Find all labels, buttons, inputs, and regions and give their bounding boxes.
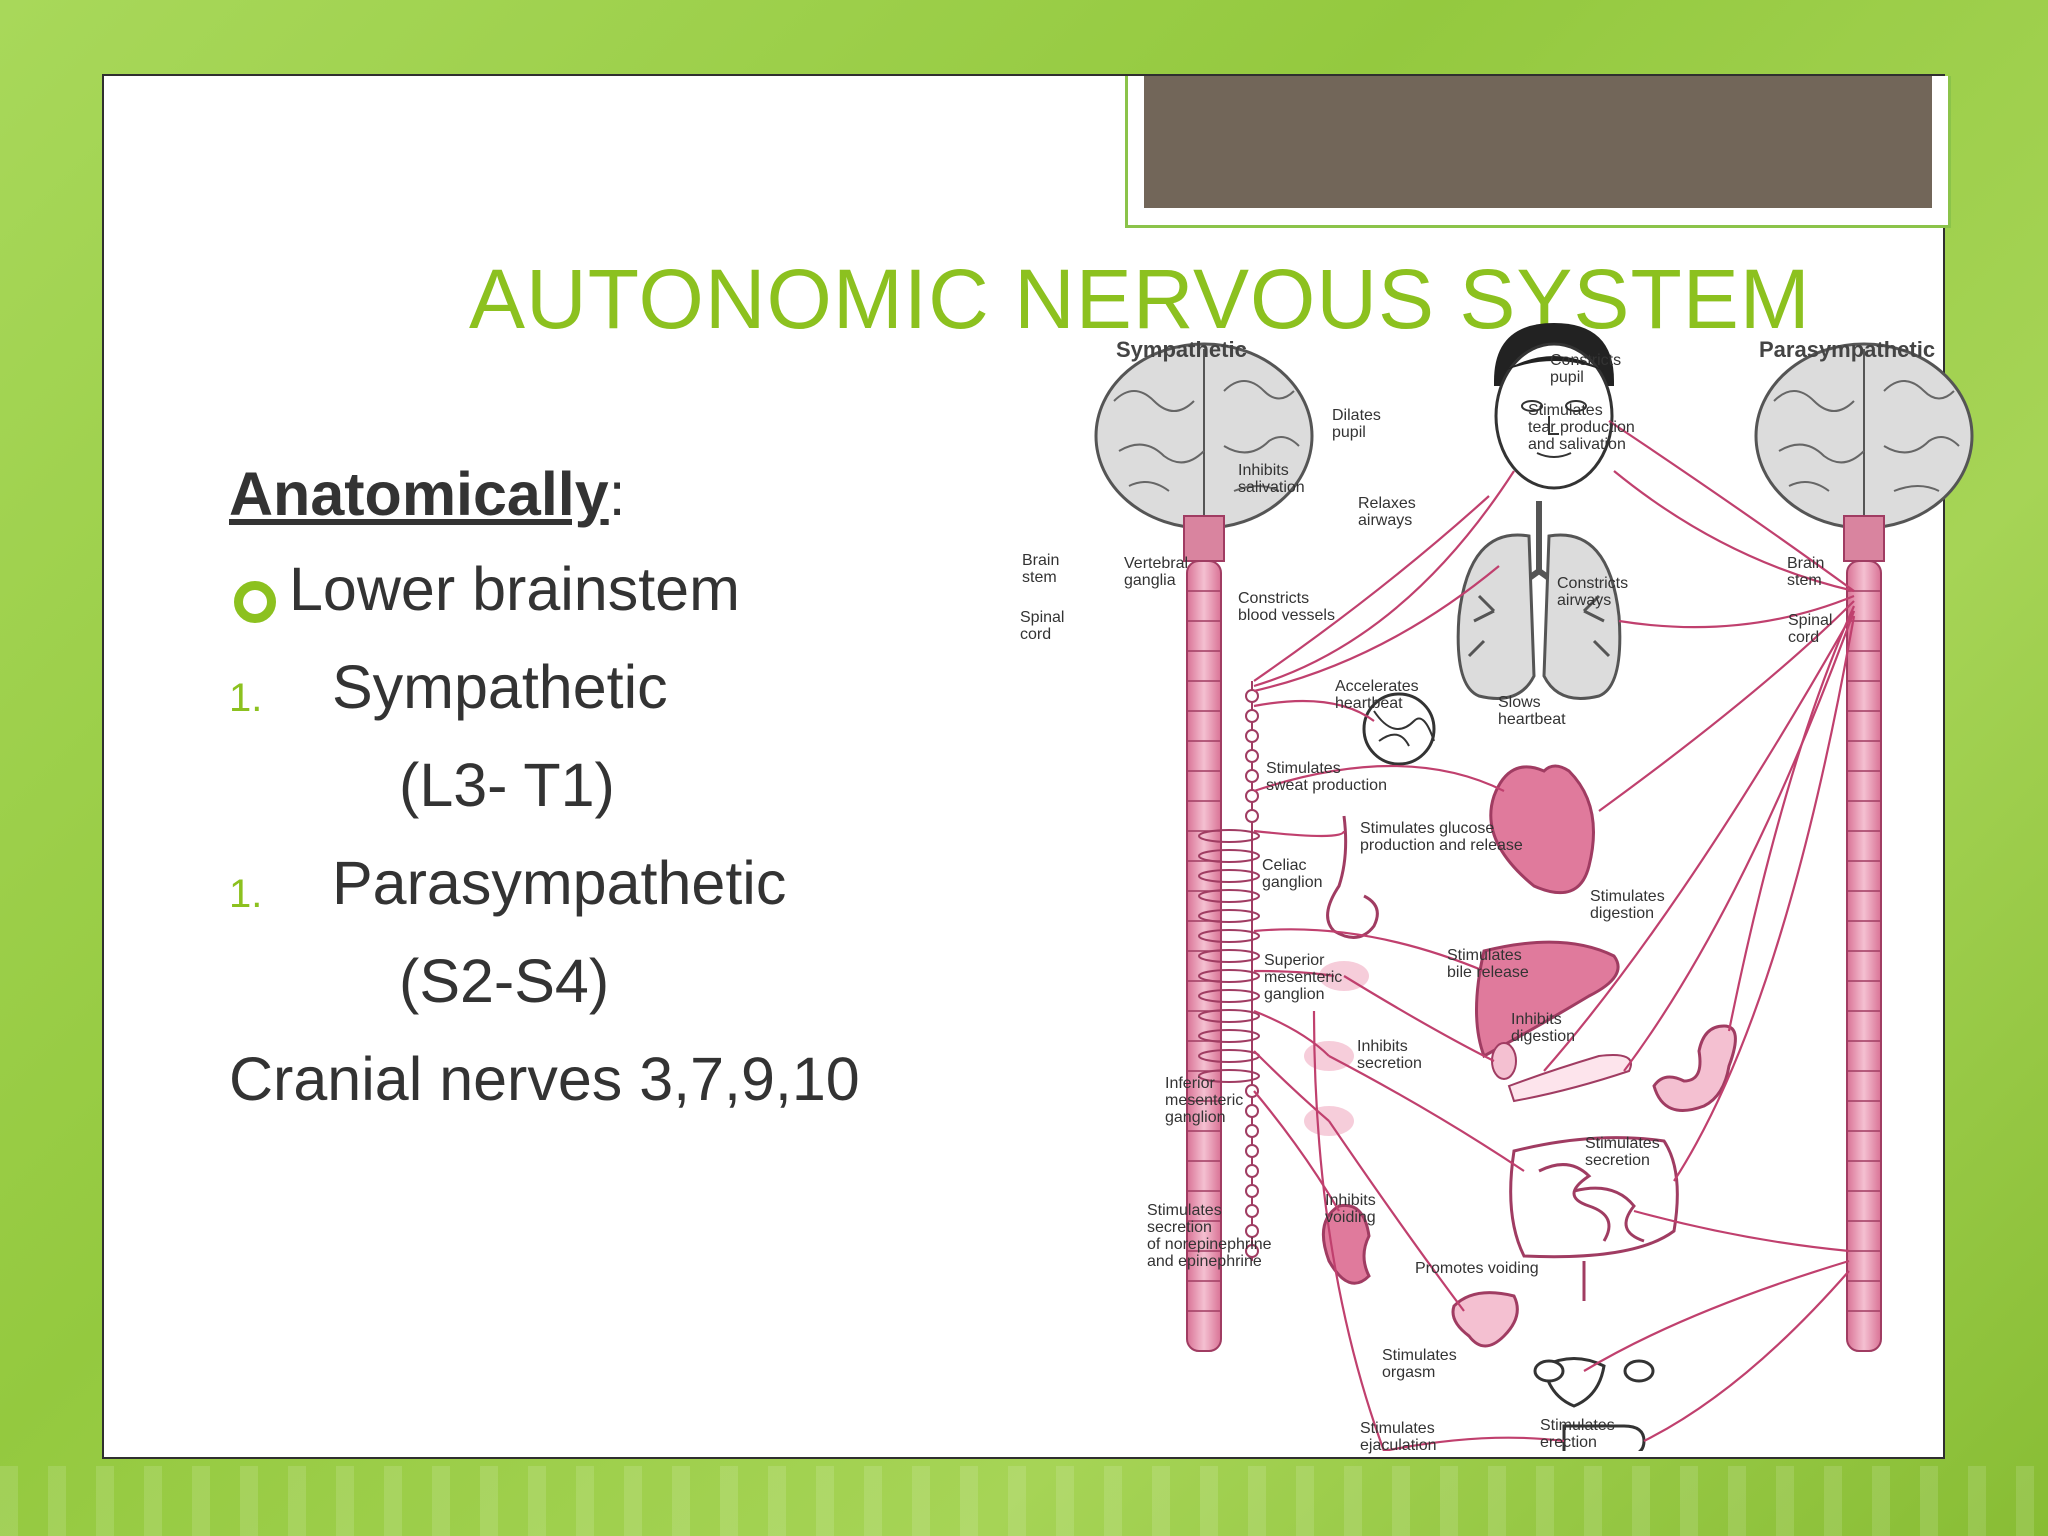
diagram-label-dilates-pupil: Dilates pupil: [1332, 407, 1381, 441]
title-tab: [1144, 76, 1932, 208]
diagram-label-slows-heartbeat: Slows heartbeat: [1498, 694, 1566, 728]
diagram-label-inferior-mesenteric: Inferior mesenteric ganglion: [1165, 1075, 1244, 1126]
list-number: 1.: [229, 872, 263, 916]
spinal-cord-left: [1186, 560, 1222, 1352]
stomach-icon: [1652, 1024, 1737, 1112]
diagram-label-constricts-blood-vessels: Constricts blood vessels: [1238, 590, 1335, 624]
bladder-icon: [1451, 1291, 1519, 1348]
head-icon: [1494, 323, 1614, 490]
diagram-label-stimulates-bile: Stimulates bile release: [1447, 947, 1529, 981]
heading-text: Anatomically: [229, 460, 609, 528]
liver-icon: [1475, 940, 1620, 1059]
diagram-label-inhibits-secretion: Inhibits secretion: [1357, 1038, 1422, 1072]
diagram-label-constricts-pupil: Constricts pupil: [1550, 352, 1622, 386]
list-item-sympathetic: Sympathetic: [332, 653, 668, 721]
diagram-label-spinal-cord-left: Spinal cord: [1020, 609, 1065, 643]
male-organ-icon: [1562, 1424, 1646, 1451]
diagram-label-inhibits-salivation: Inhibits salivation: [1238, 462, 1305, 496]
diagram-label-brain-stem-left: Brain stem: [1022, 552, 1060, 586]
ans-diagram: Sympathetic Parasympathetic: [1094, 323, 1974, 1451]
bullet-icon: [234, 581, 276, 623]
background-stripes: [0, 1466, 2048, 1536]
nerve-lines: [1253, 420, 1856, 1451]
parasympathetic-title: Parasympathetic: [1759, 337, 1935, 362]
diagram-label-stimulates-sweat: Stimulates sweat production: [1266, 760, 1387, 794]
lungs-icon: [1456, 501, 1622, 700]
diagram-label-superior-mesenteric: Superior mesenteric ganglion: [1264, 952, 1343, 1003]
list-number: 1.: [229, 676, 263, 720]
diagram-label-stimulates-erection: Stimulates erection: [1540, 1417, 1615, 1451]
diagram-label-promotes-voiding: Promotes voiding: [1415, 1260, 1539, 1277]
diagram-label-stimulates-norepinephrine: Stimulates secretion of norepinephrine a…: [1147, 1202, 1272, 1270]
sympathetic-chain: [1245, 681, 1259, 1261]
diagram-label-accelerates-heartbeat: Accelerates heartbeat: [1335, 678, 1419, 712]
cranial-nerves-line: Cranial nerves 3,7,9,10: [229, 1045, 860, 1113]
intestines-icon: [1509, 1136, 1679, 1301]
diagram-label-stimulates-glucose: Stimulates glucose production and releas…: [1360, 820, 1523, 854]
uterus-icon: [1533, 1357, 1655, 1408]
diagram-label-celiac-ganglion: Celiac ganglion: [1262, 857, 1323, 891]
diagram-label-stimulates-tear: Stimulates tear production and salivatio…: [1528, 402, 1635, 453]
diagram-label-inhibits-digestion: Inhibits digestion: [1511, 1011, 1576, 1045]
diagram-label-brain-stem-right: Brain stem: [1787, 555, 1825, 589]
gallbladder-icon: [1491, 1042, 1517, 1080]
diagram-label-stimulates-ejaculation: Stimulates ejaculation: [1360, 1420, 1437, 1454]
spinal-cord-right: [1846, 560, 1882, 1352]
diagram-label-stimulates-orgasm: Stimulates orgasm: [1382, 1347, 1457, 1381]
diagram-label-constricts-airways: Constricts airways: [1557, 575, 1629, 609]
sympathetic-title: Sympathetic: [1116, 337, 1247, 362]
list-item-parasympathetic: Parasympathetic: [332, 849, 787, 917]
diagram-label-stimulates-digestion: Stimulates digestion: [1590, 888, 1665, 922]
pancreas-icon: [1507, 1054, 1632, 1103]
slide-canvas: AUTONOMIC NERVOUS SYSTEM Anatomically: L…: [102, 74, 1974, 1459]
brain-right-icon: [1754, 342, 1974, 562]
section-heading: Anatomically:: [229, 459, 626, 529]
bullet-text: Lower brainstem: [289, 555, 740, 623]
list-item-detail: (L3- T1): [399, 751, 615, 819]
diagram-label-vertebral-ganglia: Vertebral ganglia: [1124, 555, 1189, 589]
heart-icon: [1489, 764, 1595, 895]
diagram-label-spinal-cord-right: Spinal cord: [1788, 612, 1833, 646]
diagram-label-relaxes-airways: Relaxes airways: [1358, 495, 1416, 529]
heading-colon: :: [608, 460, 626, 528]
diagram-label-inhibits-voiding: Inhibits voiding: [1325, 1192, 1376, 1226]
list-item-detail: (S2-S4): [399, 947, 610, 1015]
brain-left-icon: [1094, 342, 1314, 562]
diagram-label-stimulates-secretion: Stimulates secretion: [1585, 1135, 1660, 1169]
